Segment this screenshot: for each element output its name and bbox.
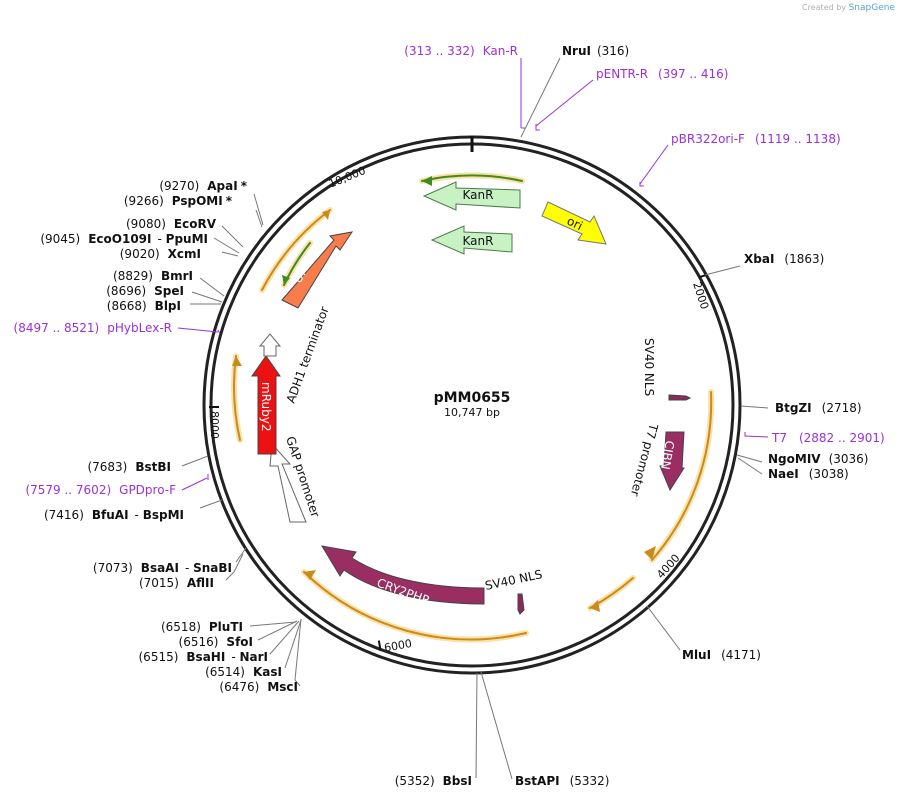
feature-label-sv40-nls-2: SV40 NLS: [484, 567, 544, 593]
feature-label-adh1-terminator: ADH1 terminator: [284, 305, 332, 405]
primer-kan-r[interactable]: (313 .. 332)Kan-R: [404, 44, 518, 58]
enzyme-bsahi[interactable]: (6515)BsaHI- NarI: [139, 650, 269, 664]
feature-sv40-nls-2[interactable]: SV40 NLS: [484, 567, 544, 615]
orf-arcs: [231, 172, 715, 643]
enzyme-xbai[interactable]: XbaI(1863): [744, 252, 824, 266]
enzyme-bstapi[interactable]: BstAPI(5332): [515, 774, 609, 788]
primer-pbr322ori-f[interactable]: pBR322ori-F(1119 .. 1138): [671, 132, 841, 146]
feature-kanr-1[interactable]: KanR: [422, 181, 521, 211]
enzyme-msci[interactable]: (6476)MscI: [219, 680, 298, 694]
enzyme-btgzi[interactable]: BtgZI(2718): [775, 401, 862, 415]
enzyme-pluti[interactable]: (6518)PluTI: [161, 620, 243, 634]
enzyme-nrui[interactable]: NruI(316): [562, 44, 629, 58]
backbone: [202, 135, 742, 675]
enzyme-bbsi[interactable]: (5352)BbsI: [395, 774, 472, 788]
feature-cibn[interactable]: CIBN: [658, 431, 685, 492]
credit-prefix: Created by: [802, 3, 847, 12]
primer-leaders: [177, 58, 769, 491]
feature-label-cibn: CIBN: [658, 439, 677, 470]
enzyme-xcmi[interactable]: (9020)XcmI: [120, 247, 201, 261]
plasmid-name: pMM0655: [434, 390, 511, 406]
primer-t7[interactable]: T7(2882 .. 2901): [771, 431, 885, 445]
enzyme-ngomiv[interactable]: NgoMIV(3036): [768, 452, 868, 466]
primer-phyblex-r[interactable]: (8497 .. 8521)pHybLex-R: [14, 321, 172, 335]
feature-ori[interactable]: ori: [541, 201, 607, 245]
enzyme-bfuai[interactable]: (7416)BfuAI- BspMI: [44, 508, 184, 522]
enzyme-ecorv[interactable]: (9080)EcoRV: [126, 217, 217, 231]
feature-t7-promoter: T7 promoter: [628, 421, 661, 498]
feature-kanr-2[interactable]: KanR: [430, 225, 513, 255]
feature-label-sv40-nls-1: SV40 NLS: [642, 338, 656, 396]
primer-pentr-r[interactable]: pENTR-R(397 .. 416): [596, 67, 728, 81]
feature-label-kanr-2: KanR: [463, 234, 494, 248]
feature-label-kanr-1: KanR: [463, 188, 494, 202]
feature-label-ori: ori: [565, 214, 585, 233]
tick-2000: 2000: [690, 280, 711, 311]
feature-sv40-nls-1[interactable]: SV40 NLS: [642, 338, 692, 401]
feature-cry2phr[interactable]: CRY2PHR: [321, 545, 485, 608]
enzyme-apai[interactable]: (9270)ApaI*: [159, 179, 247, 193]
tick-6000: 6000: [383, 637, 413, 655]
enzyme-sfoi[interactable]: (6516)SfoI: [179, 635, 253, 649]
primer-labels: (313 .. 332)Kan-R pENTR-R(397 .. 416) pB…: [14, 44, 885, 497]
primer-gpdpro-f[interactable]: (7579 .. 7602)GPDpro-F: [25, 483, 176, 497]
enzyme-leaders: [181, 57, 769, 780]
enzyme-bsaai[interactable]: (7073)BsaAI- SnaBI: [93, 561, 232, 575]
enzyme-bmri[interactable]: (8829)BmrI: [113, 269, 193, 283]
plasmid-length: 10,747 bp: [444, 406, 500, 419]
feature-gap-promoter: GAP promoter: [269, 435, 323, 523]
credit-brand: SnapGene: [848, 3, 895, 13]
feature-label-t7-promoter: T7 promoter: [628, 421, 661, 498]
feature-mruby2[interactable]: mRuby2: [251, 355, 281, 455]
enzyme-spei[interactable]: (8696)SpeI: [106, 284, 184, 298]
tick-8000: 8000: [208, 411, 221, 439]
enzyme-naei[interactable]: NaeI(3038): [768, 467, 849, 481]
snapgene-credit: Created by SnapGene: [802, 3, 895, 13]
enzyme-pspomi[interactable]: (9266)PspOMI*: [124, 194, 233, 208]
enzyme-ecoo109i[interactable]: (9045)EcoO109I- PpuMI: [40, 232, 208, 246]
enzyme-kasi[interactable]: (6514)KasI: [205, 665, 282, 679]
feature-label-mruby2: mRuby2: [259, 382, 273, 431]
enzyme-aflii[interactable]: (7015)AflII: [139, 576, 214, 590]
plasmid-center: pMM0655 10,747 bp: [434, 390, 511, 419]
enzyme-mlui[interactable]: MluI(4171): [682, 648, 761, 662]
enzyme-blpi[interactable]: (8668)BlpI: [107, 299, 181, 313]
enzyme-labels: NruI(316) XbaI(1863) BtgZI(2718) NgoMIV(…: [40, 44, 868, 788]
enzyme-bstbi[interactable]: (7683)BstBI: [87, 460, 171, 474]
